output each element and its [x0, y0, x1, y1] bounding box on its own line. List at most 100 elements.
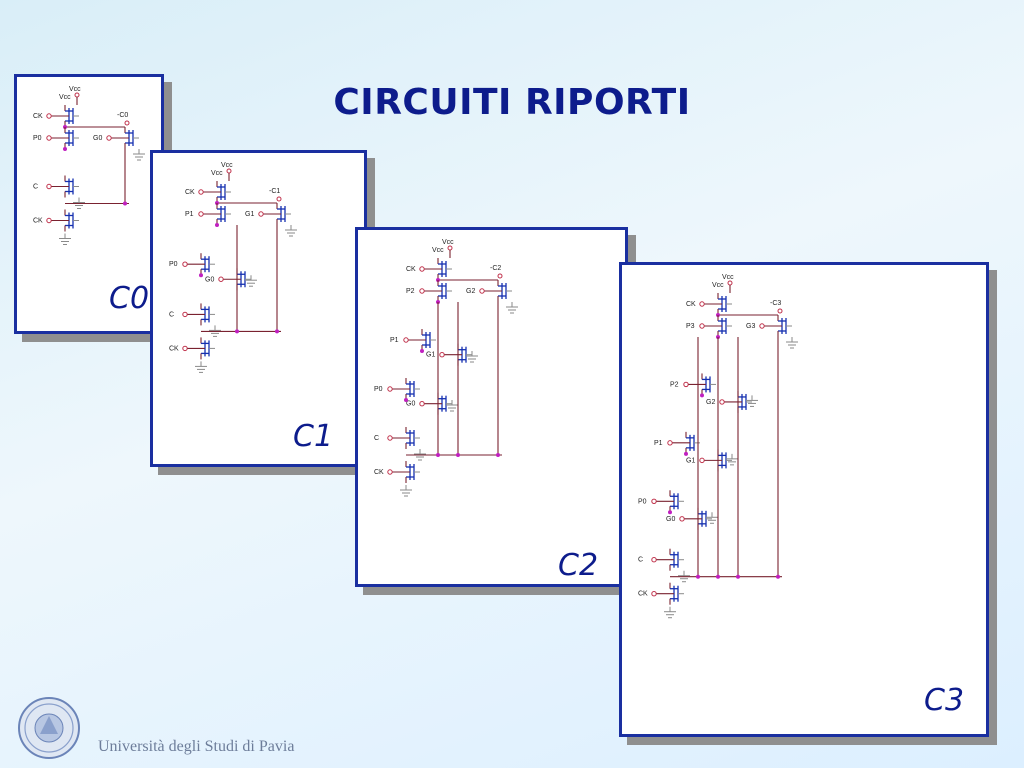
node-dot [668, 510, 672, 515]
gate-label: G2 [466, 288, 475, 295]
generate-transistor: G0 [406, 392, 452, 415]
vcc-label: Vcc [442, 239, 454, 246]
propagate-transistor: P0 [638, 490, 684, 513]
ground-symbol [195, 361, 207, 373]
output-label: -C1 [269, 188, 280, 195]
propagate-transistor: P3 [686, 315, 732, 337]
gate-label: CK [406, 266, 416, 273]
slide-title: CIRCUITI RIPORTI [333, 82, 691, 123]
propagate-transistor: P0 [169, 253, 215, 276]
node-dot [716, 574, 720, 579]
gate-label: CK [185, 189, 195, 196]
gate-label: P2 [406, 288, 415, 295]
generate-transistor: G0 [205, 268, 251, 291]
ground-symbol [786, 337, 798, 349]
vcc-label: Vcc [211, 170, 223, 177]
ground-symbol [678, 570, 690, 583]
gate-label: C [374, 435, 379, 442]
ground-symbol [209, 325, 221, 337]
gate-label: CK [169, 345, 179, 352]
gate-label: P1 [654, 440, 663, 447]
gate-label: CK [33, 218, 43, 225]
propagate-transistor: P1 [654, 431, 700, 454]
gate-label: P0 [169, 261, 178, 268]
propagate-transistor: P2 [670, 373, 716, 396]
ground-symbol [414, 449, 426, 461]
gate-label: G1 [686, 457, 695, 464]
gate-label: C [33, 184, 38, 191]
precharge-transistor: CK [686, 293, 732, 315]
gate-label: C [638, 557, 643, 564]
output-label: -C3 [770, 300, 781, 307]
node-dot [684, 451, 688, 456]
gate-label: P3 [686, 323, 695, 330]
ground-symbol [59, 233, 71, 245]
gate-label: G1 [426, 352, 435, 359]
gate-label: P2 [670, 381, 679, 388]
vcc-label: Vcc [69, 86, 81, 93]
carry-in-transistor: C [638, 548, 684, 571]
university-seal-logo [18, 697, 80, 759]
gate-label: G1 [245, 211, 254, 218]
ground-symbol [446, 400, 458, 412]
ground-symbol [506, 302, 518, 314]
propagate-transistor: P1 [185, 203, 231, 225]
ground-symbol [285, 225, 297, 237]
gate-label: G0 [666, 516, 675, 523]
ground-symbol [706, 512, 718, 524]
vcc-label: Vcc [722, 274, 734, 281]
panel-label-c1: C1 [293, 419, 334, 454]
node-dot [776, 574, 780, 579]
node-dot [420, 349, 424, 353]
node-dot [696, 574, 700, 579]
node-dot [456, 453, 460, 457]
gate-label: P1 [185, 211, 194, 218]
gate-label: P0 [374, 386, 383, 393]
vcc-label: Vcc [432, 247, 444, 254]
carry-in-transistor: C [169, 303, 215, 326]
node-dot [496, 453, 500, 457]
node-dot [700, 393, 704, 398]
output-label: -C0 [117, 112, 128, 119]
gate-label: G3 [746, 323, 755, 330]
propagate-transistor: P0 [33, 127, 79, 149]
propagate-transistor: P0 [374, 378, 420, 400]
node-dot [235, 329, 239, 334]
vcc-label: Vcc [712, 282, 724, 289]
ground-symbol [133, 149, 145, 161]
node-dot [63, 147, 67, 151]
ground-symbol [746, 395, 758, 407]
gate-label: CK [686, 301, 696, 308]
node-dot [123, 201, 127, 206]
panel-label-c0: C0 [109, 281, 150, 316]
node-dot [404, 398, 408, 402]
vcc-label: Vcc [221, 162, 233, 169]
node-dot [215, 223, 219, 227]
carry-in-transistor: C [374, 427, 420, 449]
propagate-transistor: P1 [390, 329, 436, 351]
output-label: -C2 [490, 265, 501, 272]
precharge-transistor: CK [406, 258, 452, 280]
gate-label: G0 [93, 135, 102, 142]
node-dot [199, 273, 203, 278]
generate-transistor: G1 [686, 449, 732, 472]
node-dot [736, 574, 740, 579]
gate-label: G2 [706, 399, 715, 406]
panel-label-c2: C2 [558, 548, 599, 583]
evaluate-transistor: CK [169, 337, 215, 360]
gate-label: CK [33, 113, 43, 120]
vcc-label: Vcc [59, 94, 71, 101]
generate-transistor: G1 [245, 203, 291, 225]
generate-transistor: G3 [746, 315, 792, 337]
gate-label: P1 [390, 337, 399, 344]
evaluate-transistor: CK [638, 582, 684, 605]
gate-label: CK [638, 591, 648, 598]
gate-label: CK [374, 469, 384, 476]
generate-transistor: G1 [426, 343, 472, 366]
propagate-transistor: P2 [406, 280, 452, 302]
generate-transistor: G2 [706, 390, 752, 413]
